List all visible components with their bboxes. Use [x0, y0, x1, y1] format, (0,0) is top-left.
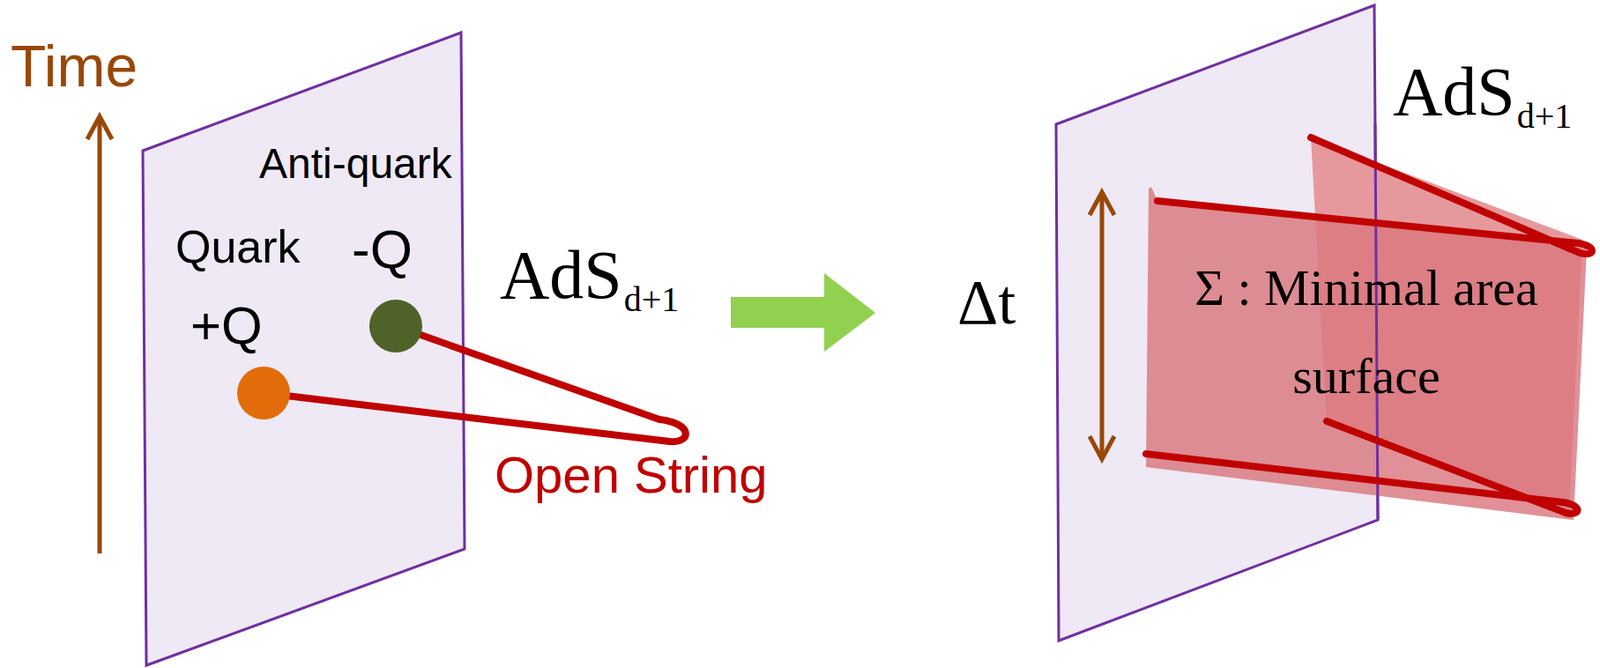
- open-string: [290, 334, 686, 442]
- antiquark-dot: Anti-quark-Q: [369, 299, 423, 353]
- subscript: d+1: [624, 282, 680, 318]
- time-interval-arrow: [1100, 195, 1105, 456]
- open-string: [1157, 137, 1593, 254]
- minimal-surface: Σ : Minimal area surface: [1137, 123, 1596, 529]
- surface-label: Σ : Minimal area surface: [1172, 244, 1561, 421]
- edge-label: Open String: [494, 449, 768, 501]
- quark-dot: Quark+Q: [237, 366, 291, 420]
- plane-edge: [1374, 123, 1378, 521]
- time-arrow: [97, 118, 103, 554]
- space-label: AdS: [499, 240, 623, 310]
- axis-label: Time: [10, 37, 138, 96]
- interval-label: Δt: [957, 270, 1016, 335]
- arrow-head: [87, 116, 112, 140]
- charge-label: +Q: [190, 299, 263, 353]
- space-label: AdS: [1392, 57, 1516, 127]
- particle-name: Quark: [175, 223, 301, 270]
- subscript: d+1: [1517, 98, 1573, 134]
- boundary-plane: [142, 32, 465, 666]
- open-string: [1146, 421, 1578, 514]
- arrow-head: [1089, 192, 1115, 216]
- arrow-head: [1089, 436, 1115, 460]
- surface-shape: [1137, 123, 1596, 529]
- transition-arrow: [730, 273, 876, 352]
- charge-label: -Q: [351, 222, 413, 277]
- particle-name: Anti-quark: [259, 142, 453, 186]
